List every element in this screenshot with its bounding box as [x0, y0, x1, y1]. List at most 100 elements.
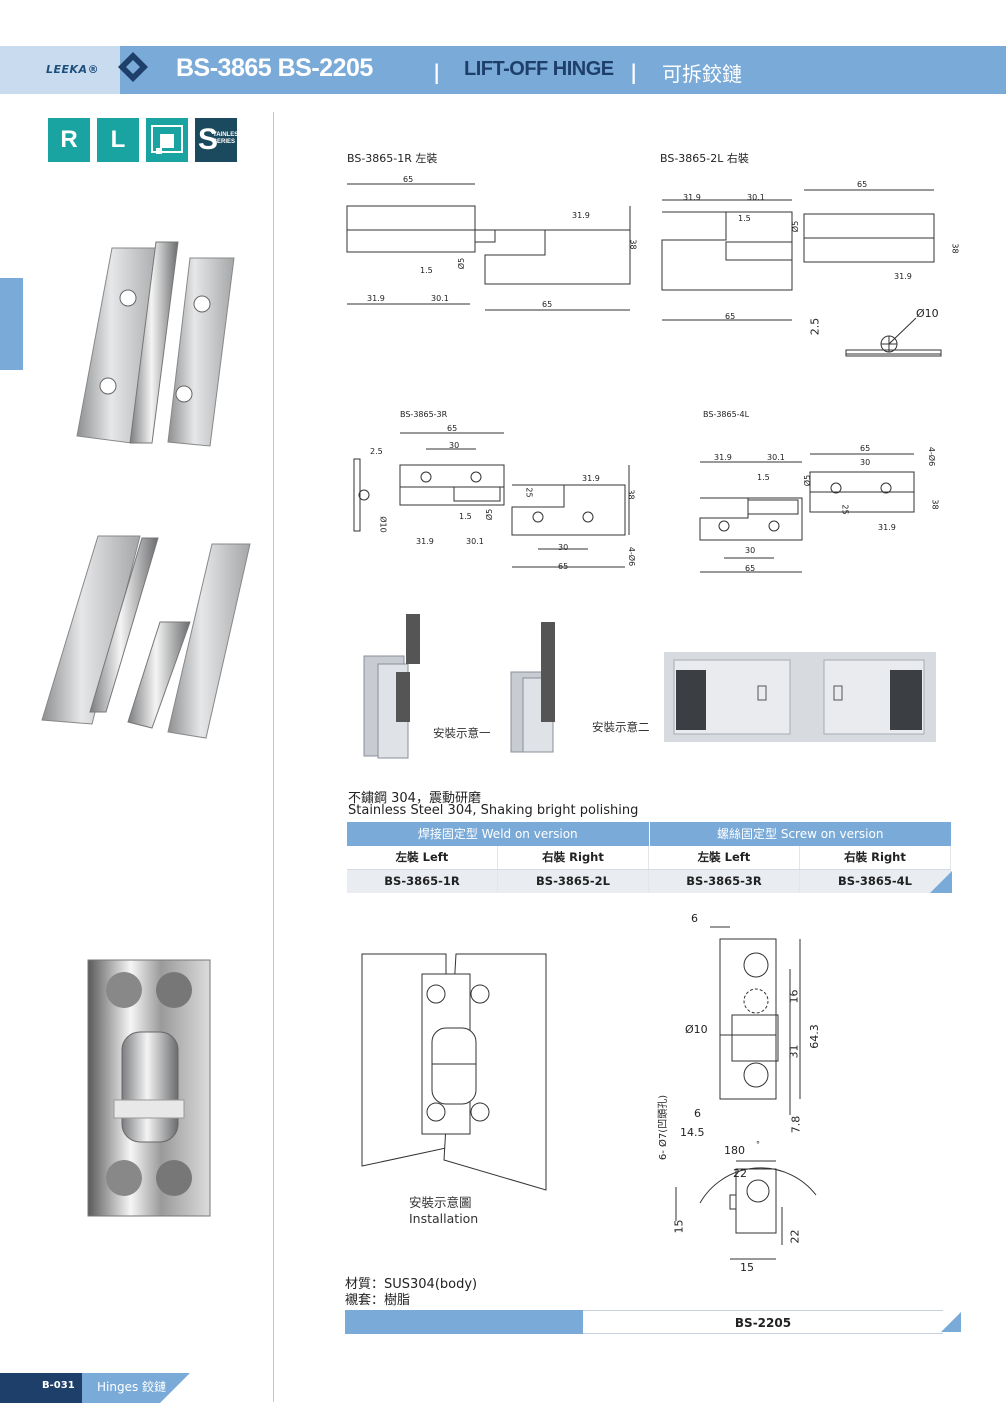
dim-6b: 6	[694, 1107, 701, 1120]
dim-25: 25	[840, 504, 850, 515]
header-separator: |	[433, 60, 441, 84]
bs2205-install-drawing	[361, 953, 547, 1191]
dim-30: 30	[449, 441, 460, 450]
dim-64-3: 64.3	[807, 1024, 821, 1049]
brand-logo: LEEKA®	[46, 63, 100, 76]
table-cell: BS-3865-3R	[649, 870, 800, 893]
dim-31-9: 31.9	[894, 272, 912, 281]
dim-65: 65	[403, 175, 414, 184]
dim-31-9: 31.9	[582, 474, 600, 483]
badge-stainless-text: TAINLESS	[213, 132, 243, 138]
header-separator: |	[630, 60, 638, 84]
bs2205-model-label: BS-2205	[583, 1310, 943, 1334]
table-corner-triangle	[930, 871, 952, 893]
header-brand-area	[0, 46, 120, 94]
badge-left: L	[97, 118, 139, 162]
page-number: B-031	[42, 1380, 75, 1391]
dim-65: 65	[745, 564, 756, 573]
dim-holes: 6- Ø7(凹頭孔)	[658, 1094, 670, 1161]
badge-right: R	[48, 118, 90, 162]
table-row: BS-3865-1R BS-3865-2L BS-3865-3R BS-3865…	[347, 870, 951, 893]
drawing-bs3865-3r	[353, 432, 630, 568]
table-header-row: 焊接固定型 Weld on version 螺絲固定型 Screw on ver…	[347, 822, 951, 846]
table-cell: BS-3865-4L	[800, 870, 951, 893]
dim-6: 6	[691, 912, 698, 925]
dim-14-5: 14.5	[680, 1126, 705, 1139]
dim-38: 38	[930, 499, 940, 510]
table-cell: BS-3865-2L	[498, 870, 649, 893]
dim-30-1: 30.1	[431, 294, 449, 303]
dim-phi5: Ø5	[457, 257, 467, 270]
bs2205-install-cn: 安裝示意圖	[409, 1195, 472, 1210]
bs2205-install-caption: 安裝示意圖 Installation	[409, 1195, 478, 1227]
dim-holes: 4-Ø6	[927, 446, 937, 467]
drawing-title-2l: BS-3865-2L 右裝	[660, 152, 749, 165]
badge-s-letter: S	[198, 123, 219, 156]
column-divider	[273, 112, 274, 1402]
header-product-cn: 可拆鉸鏈	[662, 62, 742, 86]
bs2205-photo	[87, 959, 211, 1217]
dim-65: 65	[725, 312, 736, 321]
dim-65: 65	[447, 424, 458, 433]
hinge-photo-separated	[41, 535, 251, 739]
brand-diamond-icon	[118, 52, 148, 82]
dim-1-5: 1.5	[757, 473, 770, 482]
bs2205-install-en: Installation	[409, 1211, 479, 1226]
bar-corner-triangle	[941, 1312, 961, 1332]
header-bar	[0, 46, 1006, 94]
drawing-title-4l: BS-3865-4L	[703, 410, 750, 419]
dim-phi5: Ø5	[791, 220, 801, 233]
dim-holes: 4-Ø6	[627, 546, 637, 567]
drawing-bs3865-4l	[699, 453, 915, 573]
footer-tab	[0, 1373, 190, 1403]
dim-30-1: 30.1	[747, 193, 765, 202]
dim-2-5: 2.5	[370, 447, 383, 456]
dim-38: 38	[628, 239, 638, 250]
header-product-en: LIFT-OFF HINGE	[464, 58, 614, 80]
dim-15: 15	[672, 1219, 686, 1234]
drawing-bs3865-2l	[661, 189, 942, 357]
material-cn: 不鏽鋼 304，震動研磨	[348, 791, 481, 806]
dim-2-5: 2.5	[808, 317, 822, 336]
dim-30-1: 30.1	[767, 453, 785, 462]
dim-30: 30	[558, 543, 569, 552]
table-row: 左裝 Left 右裝 Right 左裝 Left 右裝 Right	[347, 846, 951, 870]
table-cell: 左裝 Left	[649, 846, 800, 869]
drawing-title-3r: BS-3865-3R	[400, 410, 448, 419]
drawing-title-1r: BS-3865-1R 左裝	[347, 152, 438, 165]
model-table: 焊接固定型 Weld on version 螺絲固定型 Screw on ver…	[347, 822, 951, 893]
hinge-photo-assembled	[76, 241, 235, 447]
dim-phi10: Ø10	[685, 1023, 708, 1036]
dim-15b: 15	[740, 1261, 754, 1274]
table-cell: 右裝 Right	[800, 846, 951, 869]
dim-31-9: 31.9	[416, 537, 434, 546]
table-cell: 右裝 Right	[498, 846, 649, 869]
dim-31-9: 31.9	[572, 211, 590, 220]
drawing-bs3865-1r	[346, 183, 631, 311]
material-en: Stainless Steel 304, Shaking bright poli…	[348, 803, 639, 818]
bs2205-technical-drawing	[675, 926, 817, 1260]
bar-blue-block	[345, 1310, 583, 1334]
dim-180: 180	[724, 1144, 745, 1157]
install-illustration-1	[363, 614, 420, 759]
section-name: Hinges 鉸鏈	[97, 1380, 167, 1394]
table-cell: 左裝 Left	[347, 846, 498, 869]
install-panel-photo	[664, 652, 936, 742]
dim-phi10: Ø10	[916, 307, 939, 320]
dim-31-9: 31.9	[367, 294, 385, 303]
install-caption-1: 安裝示意一	[433, 726, 491, 740]
dim-22b: 22	[788, 1229, 802, 1244]
dim-31: 31	[787, 1044, 801, 1059]
dim-30: 30	[860, 458, 871, 467]
dim-16: 16	[787, 989, 801, 1004]
header-models: BS-3865 BS-2205	[176, 54, 373, 82]
side-tab	[0, 278, 23, 370]
dim-phi10: Ø10	[378, 516, 388, 533]
install-illustration-2	[510, 622, 555, 753]
dim-31-9: 31.9	[714, 453, 732, 462]
table-header-weld: 焊接固定型 Weld on version	[347, 822, 650, 846]
dim-65: 65	[860, 444, 871, 453]
dim-7-8: 7.8	[789, 1115, 803, 1134]
bs2205-sleeve: 襯套：樹脂	[345, 1293, 411, 1308]
bs2205-model-bar: BS-2205	[345, 1310, 962, 1334]
